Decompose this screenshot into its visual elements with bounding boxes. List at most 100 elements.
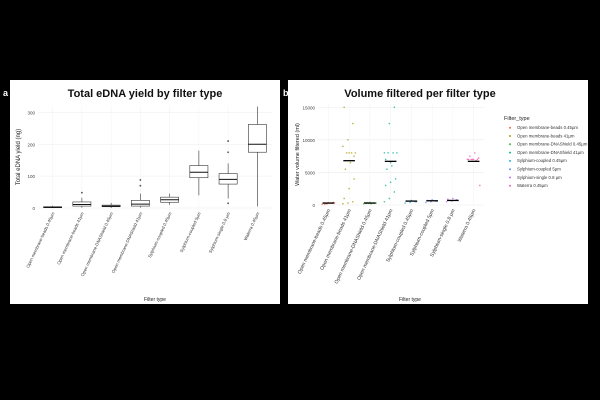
y-tick-label: 200 [27,142,35,147]
box-outlier [139,179,142,181]
x-tick-label: Waterra 0.45µm [243,211,261,241]
scatter-point [479,184,481,187]
scatter-point [352,122,354,125]
scatter-point [347,139,349,141]
scatter-point [472,158,475,161]
legend-swatch [509,176,511,179]
scatter-point [404,202,406,204]
x-tick-label: Waterra 0.45µm [457,208,478,243]
legend-item-label: Sylphium-coupled 0.45µm [517,158,567,163]
scatter-point [386,168,388,170]
scatter-point [396,152,398,154]
scatter-point [353,178,355,180]
scatter-point [353,155,355,157]
scatter-point [469,155,471,157]
legend-swatch [509,126,511,129]
scatter-point [387,152,389,154]
scatter-point [477,157,480,159]
scatter-point [447,198,449,200]
scatter-point [393,106,396,109]
scatter-point [393,191,396,193]
y-tick-label: 15000 [302,105,315,110]
y-tick-label: 100 [27,174,35,179]
scatter-point [409,201,411,204]
legend-item-label: Open membrane-beads 41µm [517,133,575,138]
yield-boxplot-chart: Total eDNA yield by filter type010020030… [16,88,272,303]
legend-title: Filter_type [504,116,530,122]
scatter-point [333,202,336,204]
y-tick-label: 0 [312,203,315,208]
legend-item-label: Open membrane-DNAShield 0.45µm [517,142,588,147]
scatter-point [347,202,349,204]
x-tick-label: Open membrane-DNAShield 41µm [356,208,394,281]
x-tick-label: Sylphium-coupled 0.45µm [147,211,173,259]
scatter-point [348,187,350,190]
scatter-point [343,197,345,200]
volume-scatter-chart: Volume filtered per filter type 0 5000 1000… [295,88,588,303]
scatter-point [343,106,345,109]
scatter-point [321,203,323,206]
scatter-point [466,158,469,161]
scatter-point [383,152,386,154]
x-tick-label: Open membrane-beads 0.45µm [25,211,55,269]
scatter-point [349,161,352,164]
chart-title: Volume filtered per filter type [344,88,495,100]
scatter-point [389,161,392,164]
y-tick-label: 10000 [302,138,315,143]
legend-item-label: Open membrane-beads 0.45µm [517,125,578,130]
legend-item-label: Open membrane-DNAShield 41µm [517,150,584,155]
scatter-point [394,178,397,180]
legend-swatch [509,151,511,154]
scatter-point [384,158,387,161]
scatter-point [352,200,354,203]
x-tick-label: Sylphium-single 0.8 µm [208,211,232,254]
chart-title: Total eDNA yield by filter type [68,88,223,100]
x-tick-label: Open membrane-beads 41µm [56,211,85,266]
scatter-point [383,200,386,203]
box [189,165,209,179]
scatter-point [392,152,394,154]
x-axis-label: Filter type [144,297,166,303]
x-axis-label: Filter type [399,297,421,303]
scatter-point [342,145,344,148]
scatter-point [452,197,454,200]
box [248,124,267,153]
panel-label-a: a [3,88,9,98]
legend-item-label: Sylphium-coupled 5µm [517,167,561,172]
legend-swatch [509,135,511,137]
box-outlier [227,151,230,154]
box-outlier [80,191,83,194]
box [131,200,150,207]
box-outlier [227,202,230,205]
scatter-point [389,181,392,183]
scatter-point [375,202,377,204]
legend-swatch [509,184,511,187]
scatter-point [470,158,472,161]
box-outlier [227,140,230,142]
x-tick-label: Open membrane-DNAShield 0.45µm [334,208,374,285]
legend-item-label: Sylphium-single 0.8 µm [517,175,562,180]
scatter-point [388,122,391,125]
scatter-point [425,201,427,204]
scatter-point [354,152,357,154]
legend-swatch [509,143,511,146]
scatter-point [350,152,353,154]
legend-swatch [509,159,511,162]
scatter-point [342,202,344,205]
scatter-point [476,158,479,161]
y-axis-label: Water volume filtered (ml) [295,123,301,186]
panel-label-b: b [283,88,289,98]
scatter-point [388,197,391,200]
scatter-point [345,152,348,154]
box-outlier [139,184,142,187]
x-tick-label: Open membrane-DNAShield 0.45µm [80,211,114,277]
scatter-point [384,184,387,187]
x-tick-label: Open membrane-DNAShield 41µm [111,211,144,274]
scatter-point [391,165,393,167]
y-tick-label: 5000 [305,170,316,175]
scatter-point [348,152,350,154]
volume-scatter-panel: Volume filtered per filter type 0 5000 1000… [288,80,588,304]
y-tick-label: 0 [32,206,35,211]
x-tick-label: Sylphium-coupled 5µm [179,211,202,253]
scatter-point [344,168,347,170]
